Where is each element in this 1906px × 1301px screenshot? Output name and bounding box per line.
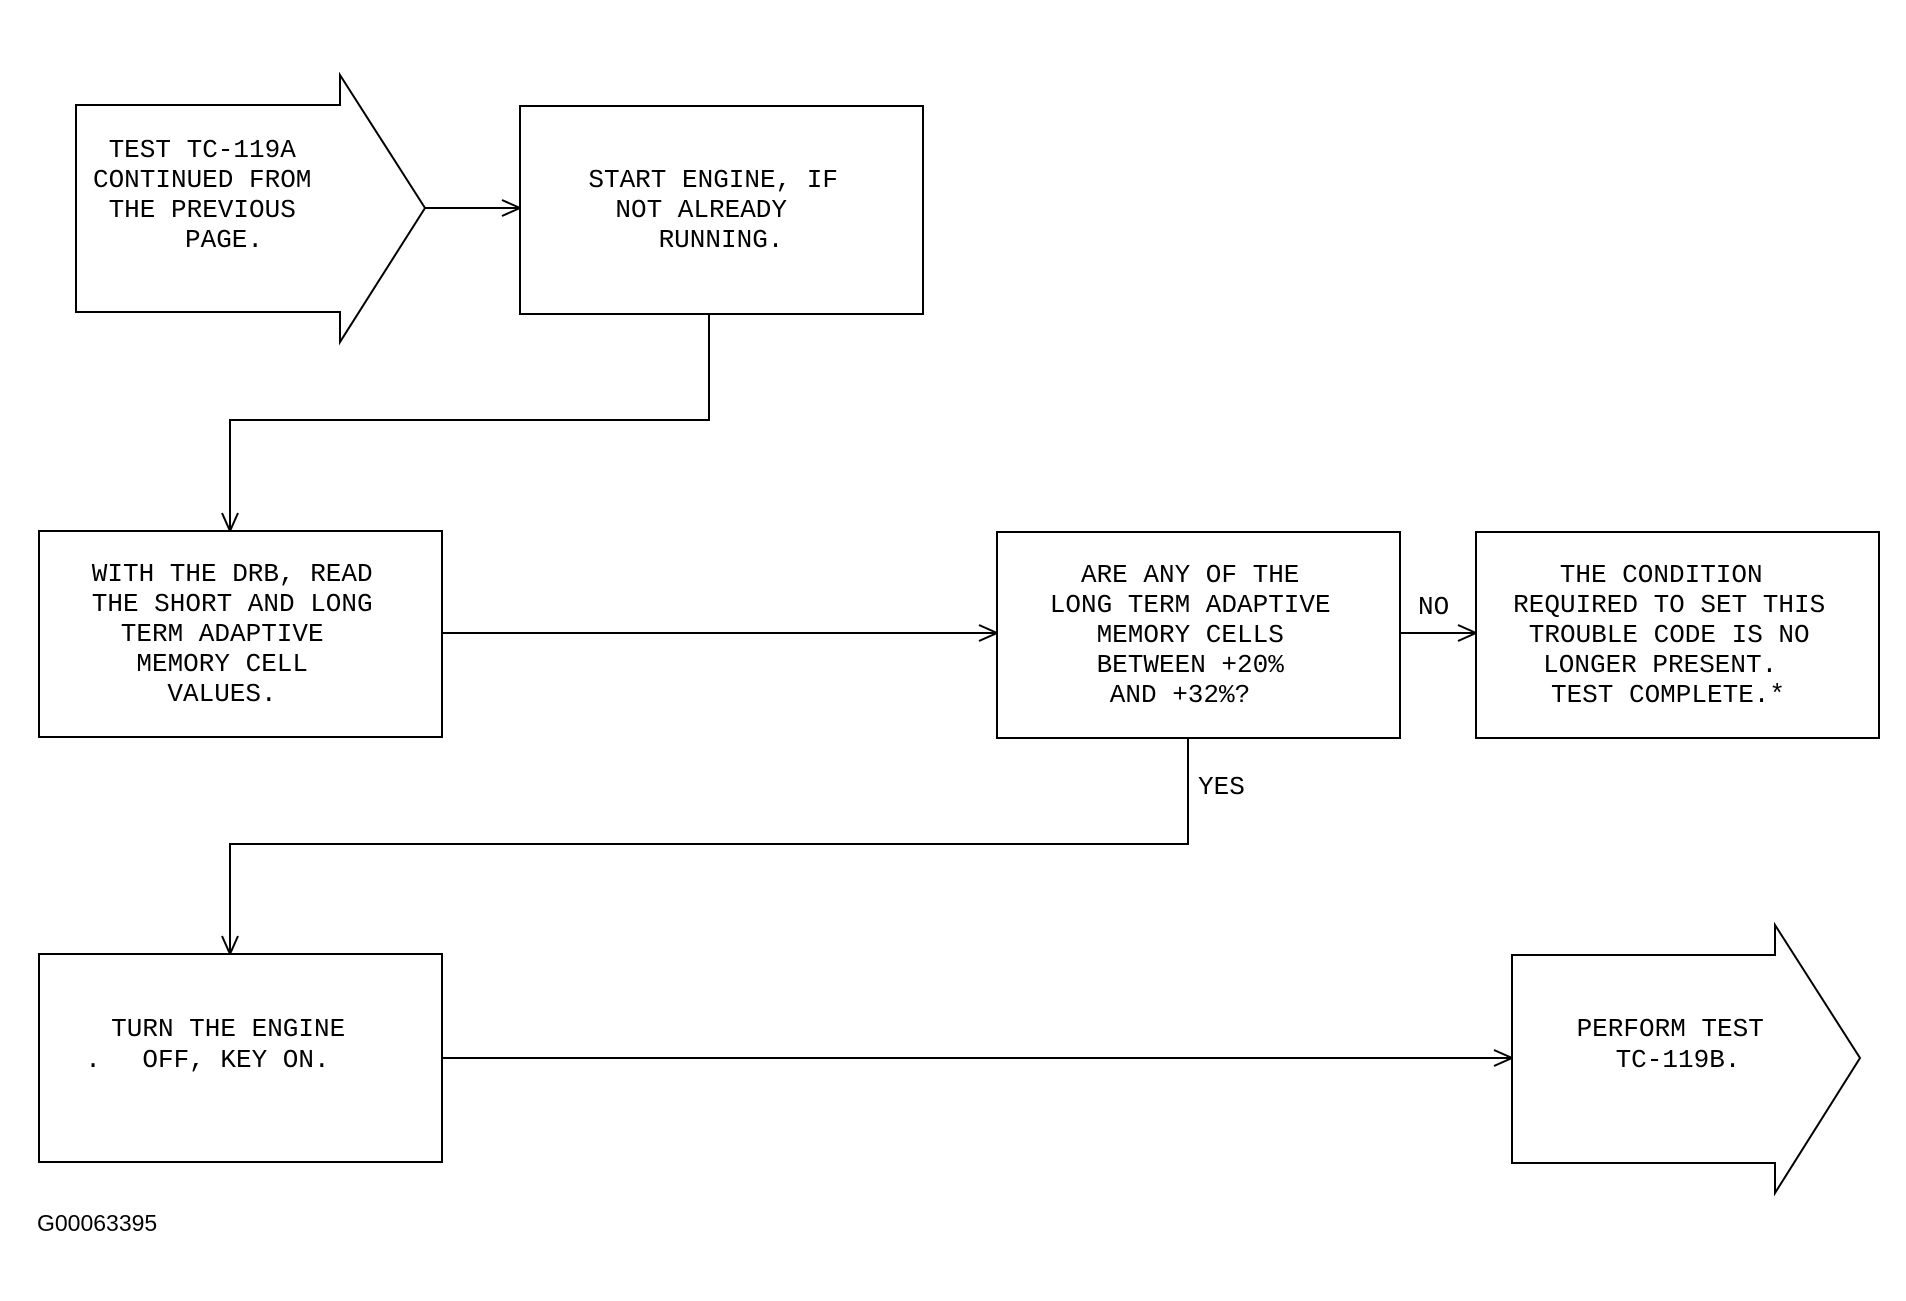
turn-off-node-text: TURN THE ENGINE OFF, KEY ON. [111,1014,361,1075]
perform-node [1511,921,1862,1197]
no-result-node [1475,531,1880,739]
figure-id: G00063395 [37,1210,157,1236]
no-result-node-text: THE CONDITION REQUIRED TO SET THIS TROUB… [1513,560,1841,710]
start-engine-node [519,105,924,315]
read-values-node-text: WITH THE DRB, READ THE SHORT AND LONG TE… [92,559,388,709]
stray-mark: . [85,1045,101,1075]
start-engine-node-text: START ENGINE, IF NOT ALREADY RUNNING. [588,165,853,255]
edge-label-yes: YES [1198,772,1245,802]
turn-off-node [38,953,443,1163]
edge-label-no: NO [1418,592,1449,622]
start-node [75,71,427,346]
edge-start-engine-to-read-values [230,314,710,531]
question-node-text: ARE ANY OF THE LONG TERM ADAPTIVE MEMORY… [1050,560,1346,710]
perform-node-text: PERFORM TEST TC-119B. [1577,1014,1780,1075]
read-values-node [38,530,443,738]
edge-question-to-turn-off [230,738,1189,954]
start-node-text: TEST TC-119A CONTINUED FROM THE PREVIOUS… [93,135,327,255]
